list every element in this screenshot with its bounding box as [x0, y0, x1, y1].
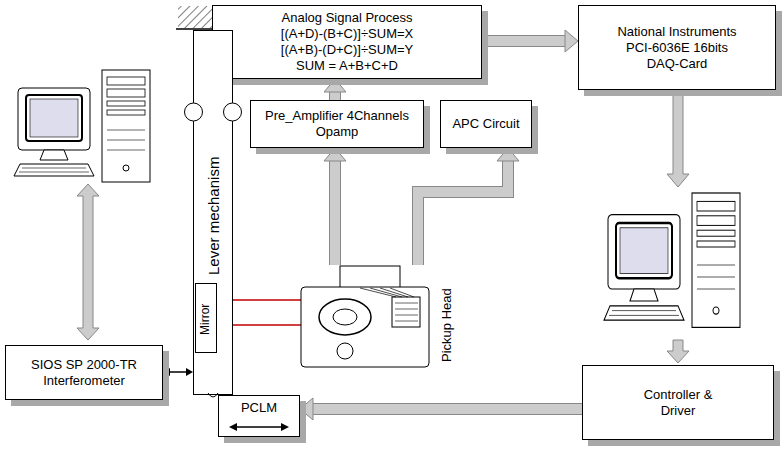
node-label: SIOS SP 2000-TR Interferometer: [19, 357, 149, 389]
connector-arrow: [418, 148, 519, 265]
signal-arrow: [667, 92, 689, 187]
computer-icon: [604, 193, 740, 327]
formula-text: SUM = A+B+C+D: [281, 58, 413, 74]
computer-icon: [14, 70, 150, 182]
arrow-head: [186, 368, 193, 376]
connector-block: [340, 266, 400, 288]
connector-line: [330, 92, 340, 100]
node-text: Analog Signal Process[(A+D)-(B+C)]÷SUM=X…: [281, 10, 413, 74]
controller-box: Controller & Driver: [582, 365, 774, 440]
lens-core: [333, 309, 357, 325]
signal-arrow: [667, 340, 689, 363]
connector-arrow: [324, 148, 346, 265]
arrow-head: [300, 398, 313, 420]
diode-stripe: [395, 309, 418, 310]
node-label: APC Circuit: [452, 116, 519, 132]
arrow-head: [324, 79, 346, 92]
actuator-box: PCLM: [218, 395, 300, 437]
node-text: APC Circuit: [452, 116, 519, 132]
arrow-head: [163, 368, 170, 376]
process-box: Analog Signal Process[(A+D)-(B+C)]÷SUM=X…: [212, 5, 482, 79]
lever-beam: Lever mechanismMirror: [193, 30, 233, 395]
formula-text: [(A+B)-(D+C)]÷SUM=Y: [281, 42, 413, 58]
connector-outline: [482, 35, 565, 47]
flex-wire: [360, 288, 396, 297]
connector-line: [313, 404, 582, 414]
connector-line: [482, 36, 565, 46]
diode-stripe: [395, 321, 418, 322]
node-text: Controller & Driver: [638, 387, 718, 419]
arrow-head: [565, 30, 578, 52]
connector-outline: [329, 161, 341, 265]
apc-box: APC Circuit: [440, 100, 532, 148]
connector-arrow: [482, 30, 578, 52]
node-label: Lever mechanism: [205, 157, 222, 275]
node-label: Pre_Amplifier 4Channels Opamp: [255, 108, 419, 140]
node-label: Controller & Driver: [638, 387, 718, 419]
node-label: Analog Signal Process: [281, 10, 413, 26]
arrow-head: [324, 148, 346, 161]
lever-tip: [208, 393, 218, 397]
daq-card-box: National Instruments PCI-6036E 16bits DA…: [578, 5, 776, 90]
arrow-head: [497, 148, 519, 161]
connector-line: [170, 371, 186, 373]
data-link-arrow: [77, 184, 99, 340]
motion-head: [229, 423, 237, 431]
notch-cut: [185, 103, 203, 121]
connector-outline: [329, 92, 341, 100]
diode-stripe: [395, 303, 418, 304]
connector-arrow: [300, 398, 582, 420]
connector-line: [330, 161, 340, 265]
flex-wire: [390, 288, 414, 297]
node-label: Mirror: [199, 303, 213, 334]
notch-cut: [224, 103, 242, 121]
connector-outline: [313, 403, 582, 415]
formula-text: [(A+D)-(B+C)]÷SUM=X: [281, 26, 413, 42]
diode-stripe: [395, 315, 418, 316]
connector-outline: [418, 161, 508, 265]
node-label: PCLM: [241, 400, 277, 416]
amplifier-box: Pre_Amplifier 4Channels Opamp: [250, 100, 424, 148]
flex-wire: [370, 288, 402, 297]
objective-lens: [319, 299, 371, 335]
motion-head: [281, 423, 289, 431]
connector-arrow: [324, 79, 346, 100]
node-text: SIOS SP 2000-TR Interferometer: [19, 357, 149, 389]
pickup-head-drawing: [300, 265, 435, 380]
pickup-head: Pickup Head: [300, 265, 460, 380]
laser-diode: [392, 297, 420, 327]
node-label: National Instruments PCI-6036E 16bits DA…: [615, 24, 740, 72]
motion-shaft: [233, 426, 285, 428]
node-label: Pickup Head: [440, 288, 455, 362]
connector-line: [418, 161, 508, 265]
node-text: National Instruments PCI-6036E 16bits DA…: [615, 24, 740, 72]
node-text: PCLM: [241, 400, 277, 416]
pickup-body: [301, 287, 429, 367]
interferometer-box: SIOS SP 2000-TR Interferometer: [5, 345, 163, 400]
photodiode: [337, 343, 353, 359]
node-text: Pre_Amplifier 4Channels Opamp: [255, 108, 419, 140]
connector-arrow: [163, 368, 193, 376]
mirror-box: Mirror: [195, 283, 217, 353]
